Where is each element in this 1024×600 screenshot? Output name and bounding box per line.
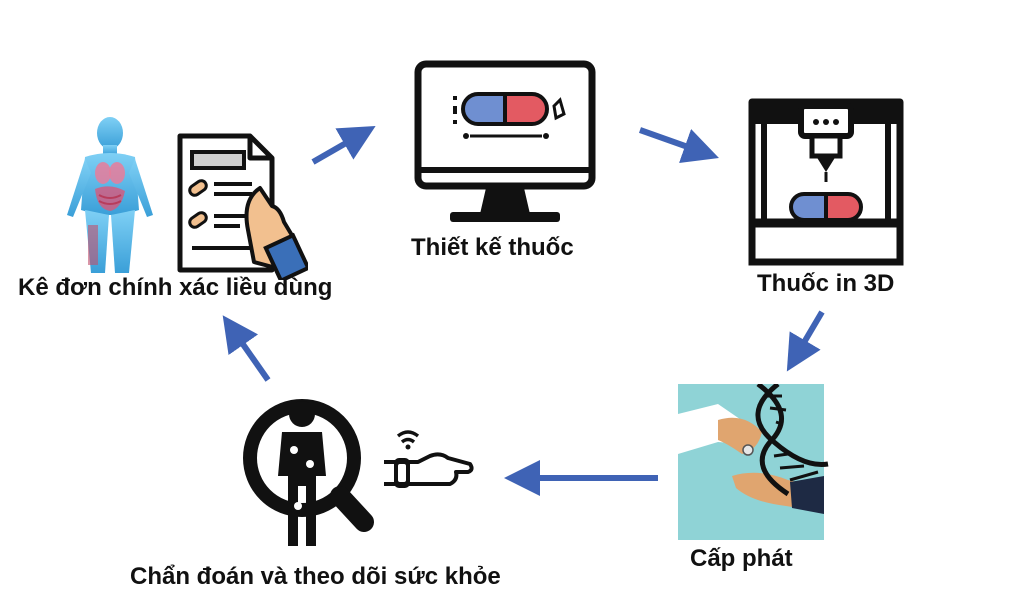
arrow-design-to-printing <box>638 127 719 163</box>
step-label-design: Thiết kế thuốc <box>411 234 574 261</box>
dispensing-hands-image <box>678 384 829 540</box>
computer-monitor-icon <box>414 60 596 222</box>
hand-icon <box>244 186 308 280</box>
step-label-dispensing: Cấp phát <box>690 545 793 572</box>
prescription-document <box>168 130 308 280</box>
monitoring-person <box>236 386 376 551</box>
printer <box>746 96 906 266</box>
step-label-printing: Thuốc in 3D <box>757 270 895 297</box>
3d-printer-icon <box>748 98 904 266</box>
capsule-icon <box>461 92 549 126</box>
step-label-prescription: Kê đơn chính xác liều dùng <box>18 274 333 301</box>
arrow-prescription-to-design <box>311 126 376 165</box>
person-magnifier-icon <box>243 399 374 546</box>
dispensing-panel <box>678 384 850 540</box>
arrow-printing-to-dispensing <box>786 310 825 372</box>
dna-icon <box>755 384 829 497</box>
wearable-wrist-icon <box>384 430 474 488</box>
design-monitor <box>410 58 600 233</box>
human-anatomy-icon <box>67 117 153 273</box>
arrow-monitoring-to-prescription <box>222 315 271 382</box>
anatomy-figure <box>55 115 165 275</box>
printed-capsule-icon <box>789 192 863 222</box>
wearable-device <box>378 428 478 498</box>
prescription-document-icon <box>177 133 308 280</box>
step-label-monitoring: Chẩn đoán và theo dõi sức khỏe <box>130 563 501 590</box>
